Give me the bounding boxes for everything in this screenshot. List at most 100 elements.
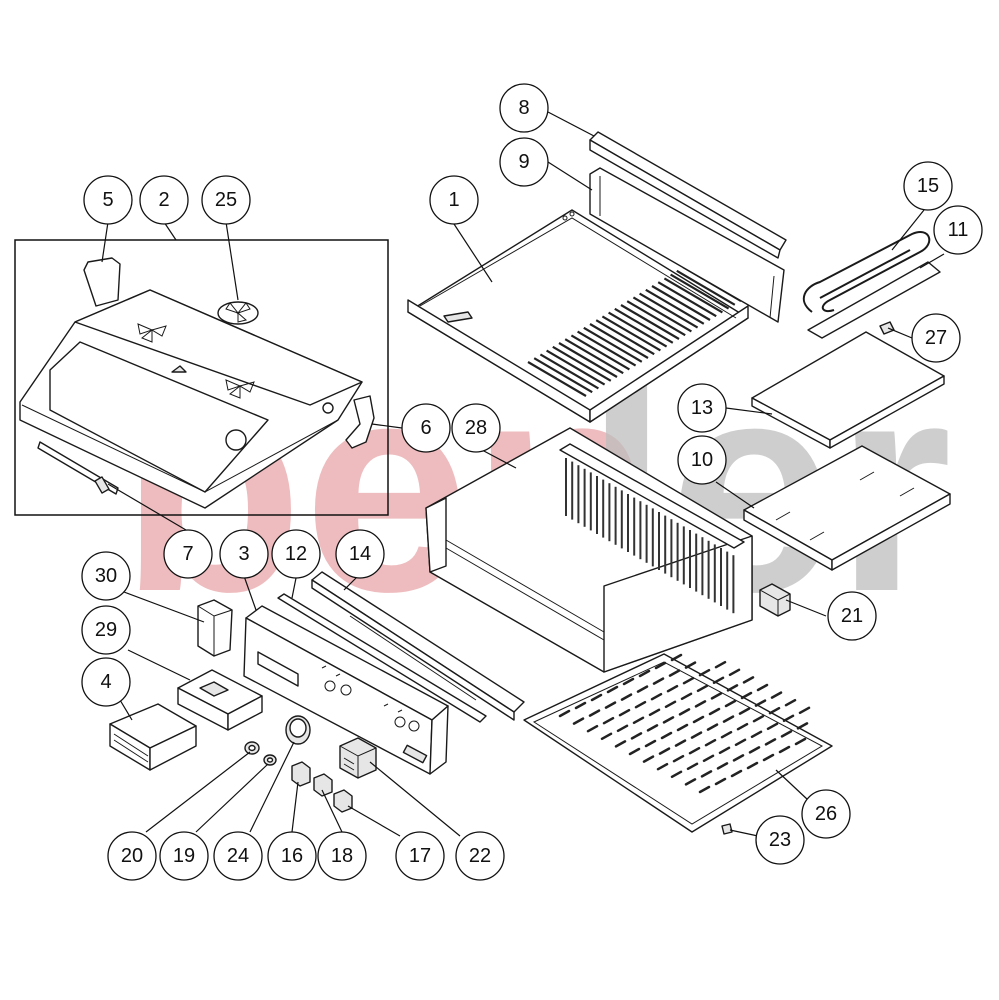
grate-slot <box>784 698 797 707</box>
svg-text:9: 9 <box>518 151 529 173</box>
grate-slot <box>636 685 649 693</box>
griddle-rib <box>676 269 736 306</box>
svg-text:18: 18 <box>331 845 353 867</box>
griddle-rib <box>552 345 612 382</box>
svg-text:5: 5 <box>102 189 113 211</box>
griddle-rib <box>583 326 643 363</box>
grate-slot <box>722 715 735 723</box>
grate-slot <box>684 778 697 786</box>
griddle-rib <box>589 323 649 359</box>
svg-text:15: 15 <box>917 175 939 197</box>
svg-text:19: 19 <box>173 845 195 867</box>
callout-11: 11 <box>933 205 983 255</box>
grate-slot <box>630 732 643 740</box>
control-panel-3 <box>243 605 449 775</box>
callout-16: 16 <box>267 831 317 881</box>
callout-26: 26 <box>801 789 851 839</box>
screw-23 <box>721 823 733 835</box>
grate-slot <box>698 785 711 794</box>
callout-8: 8 <box>499 83 549 133</box>
grate-slot <box>666 684 679 693</box>
housing-28 <box>425 427 753 673</box>
grate-slot <box>796 722 809 730</box>
callout-19: 19 <box>159 831 209 881</box>
grate-slot <box>680 692 693 701</box>
callout-9: 9 <box>499 137 549 187</box>
griddle-rib <box>546 349 606 386</box>
callout-17: 17 <box>395 831 445 881</box>
griddle-rib <box>564 338 624 375</box>
grate-slot <box>574 701 587 710</box>
strip-11 <box>807 261 941 339</box>
griddle-rib <box>663 277 723 314</box>
grate-slot <box>572 717 585 725</box>
callout-1: 1 <box>429 175 479 225</box>
svg-text:22: 22 <box>469 845 491 867</box>
griddle-rib <box>570 334 630 371</box>
svg-text:4: 4 <box>100 671 111 693</box>
grate-slot <box>688 746 701 755</box>
svg-text:17: 17 <box>409 845 431 867</box>
grate-slot <box>700 770 713 778</box>
grate-slot <box>672 754 685 763</box>
grate-slot <box>752 714 765 723</box>
grate-slot <box>676 723 689 732</box>
svg-text:25: 25 <box>215 189 237 211</box>
box-29 <box>177 669 263 731</box>
callout-7: 7 <box>163 529 213 579</box>
callout-2: 2 <box>139 175 189 225</box>
callout-15: 15 <box>903 161 953 211</box>
callout-22: 22 <box>455 831 505 881</box>
grate-slot <box>766 722 779 731</box>
grate-slot <box>698 668 711 677</box>
grate-slot <box>664 700 677 709</box>
plate-13 <box>751 331 945 449</box>
svg-text:14: 14 <box>349 543 371 565</box>
callout-3: 3 <box>219 529 269 579</box>
rod-7 <box>37 441 119 495</box>
grate-slot <box>668 669 681 677</box>
grate-slot <box>650 692 663 701</box>
grate-slot <box>656 762 669 771</box>
griddle-rib <box>539 353 599 390</box>
grate-slot <box>728 668 741 677</box>
svg-text:10: 10 <box>691 449 713 471</box>
grate-slot <box>724 699 737 708</box>
grate-slot <box>632 716 645 725</box>
hood-group-frame <box>14 239 389 516</box>
grate-slot <box>764 738 777 746</box>
grate-slot <box>692 715 705 724</box>
grate-slot <box>634 700 647 709</box>
grate-slots <box>558 653 811 794</box>
grate-slot <box>762 753 775 762</box>
griddle-rib <box>527 361 587 397</box>
griddle-rib <box>614 307 674 344</box>
grate-slot <box>702 754 715 763</box>
grate-slot <box>718 746 731 755</box>
grate-slot <box>588 709 601 717</box>
grate-slot <box>558 709 571 718</box>
tray-10 <box>743 445 951 571</box>
svg-text:12: 12 <box>285 543 307 565</box>
grate-slot <box>756 683 769 692</box>
griddle-rib <box>657 281 717 318</box>
grate-slot <box>658 747 671 755</box>
grate-slot <box>686 762 699 771</box>
grate-slot <box>768 706 781 715</box>
callout-14: 14 <box>335 529 385 579</box>
griddle-rib <box>651 285 711 321</box>
svg-text:8: 8 <box>518 97 529 119</box>
mounting-bracket-5 <box>83 257 121 307</box>
svg-text:13: 13 <box>691 397 713 419</box>
grate-slot <box>638 669 651 678</box>
grate-slot <box>770 691 783 699</box>
callout-18: 18 <box>317 831 367 881</box>
griddle-rib <box>558 342 618 378</box>
grate-slot <box>710 692 723 700</box>
washer-20 <box>244 741 260 755</box>
hood-part <box>19 289 363 509</box>
griddle-rib <box>639 292 699 329</box>
callout-4: 4 <box>81 657 131 707</box>
grate-slot <box>708 707 721 716</box>
